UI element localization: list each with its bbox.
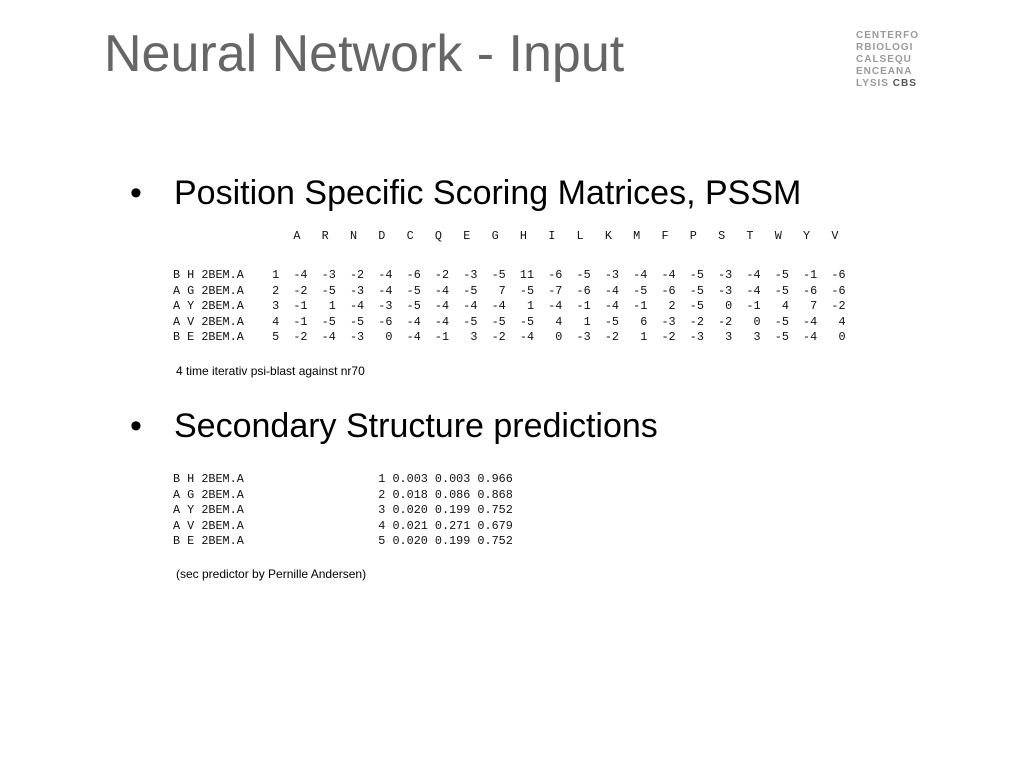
bullet-pssm: • Position Specific Scoring Matrices, PSS… (130, 176, 801, 210)
pssm-note: 4 time iterativ psi-blast against nr70 (176, 364, 365, 378)
cbs-logo: CENTERFO RBIOLOGI CALSEQU ENCEANA LYSIS … (856, 30, 919, 90)
ss-row: B H 2BEM.A 1 0.003 0.003 0.966 (173, 472, 513, 486)
logo-line: CENTERFO (856, 30, 919, 41)
pssm-table: B H 2BEM.A 1 -4 -3 -2 -4 -6 -2 -3 -5 11 … (173, 268, 846, 346)
bullet-dot: • (130, 174, 142, 212)
logo-line: RBIOLOGI (856, 42, 914, 53)
bullet-dot: • (130, 407, 142, 445)
ss-row: B E 2BEM.A 5 0.020 0.199 0.752 (173, 534, 513, 549)
logo-line: CALSEQU (856, 54, 912, 65)
logo-line: LYSIS CBS (856, 78, 917, 89)
ss-row: A Y 2BEM.A 3 0.020 0.199 0.752 (173, 503, 513, 518)
pssm-header-row: A R N D C Q E G H I L K M F P S T W Y V (173, 229, 838, 245)
pssm-row: A V 2BEM.A 4 -1 -5 -5 -6 -4 -4 -5 -5 -5 … (173, 314, 846, 329)
logo-cbs: CBS (892, 78, 917, 89)
pssm-row: B E 2BEM.A 5 -2 -4 -3 0 -4 -1 3 -2 -4 0 … (173, 330, 846, 345)
pssm-row: A G 2BEM.A 2 -2 -5 -3 -4 -5 -4 -5 7 -5 -… (173, 283, 846, 298)
pssm-amino-acid-header: A R N D C Q E G H I L K M F P S T W Y V (173, 229, 839, 243)
bullet-pssm-text: Position Specific Scoring Matrices, PSSM (174, 174, 802, 212)
ss-row: A G 2BEM.A 2 0.018 0.086 0.868 (173, 487, 513, 502)
slide-title: Neural Network - Input (104, 25, 625, 83)
bullet-ss-text: Secondary Structure predictions (174, 407, 658, 445)
bullet-secondary-structure: • Secondary Structure predictions (130, 409, 658, 443)
pssm-row: A Y 2BEM.A 3 -1 1 -4 -3 -5 -4 -4 -4 1 -4… (173, 299, 846, 314)
ss-row: A V 2BEM.A 4 0.021 0.271 0.679 (173, 518, 513, 533)
logo-line: ENCEANA (856, 66, 913, 77)
pssm-row: B H 2BEM.A 1 -4 -3 -2 -4 -6 -2 -3 -5 11 … (173, 268, 846, 282)
ss-note: (sec predictor by Pernille Andersen) (176, 567, 367, 581)
